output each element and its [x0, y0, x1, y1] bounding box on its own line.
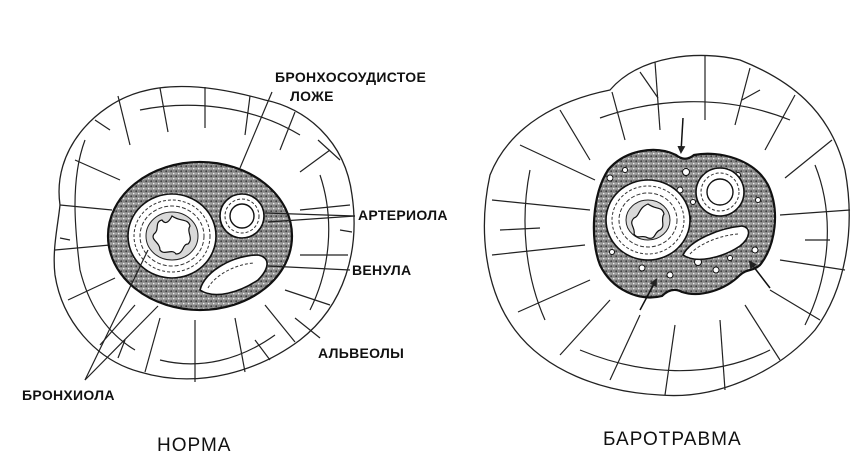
bronchiole-left	[127, 193, 217, 279]
barotrauma-diagram	[483, 54, 851, 397]
venule-left	[199, 254, 268, 296]
pressure-arrows	[639, 117, 771, 311]
normal-diagram	[53, 85, 356, 382]
label-bed-line1: БРОНХОСОУДИСТОЕ	[275, 69, 426, 85]
bronchiole-right	[605, 179, 691, 261]
arteriole-left	[219, 193, 265, 239]
arteriole-right	[695, 167, 745, 217]
venule-right	[681, 225, 750, 261]
caption-barotrauma: БАРОТРАВМА	[603, 429, 742, 450]
label-bed-line2: ЛОЖЕ	[290, 88, 334, 104]
leader-lines-left	[84, 91, 356, 381]
alveoli-cells-left	[54, 87, 353, 382]
caption-normal: НОРМА	[157, 435, 231, 456]
label-alveoli: АЛЬВЕОЛЫ	[318, 345, 404, 361]
label-arteriole: АРТЕРИОЛА	[358, 207, 448, 223]
label-bronchiole: БРОНХИОЛА	[22, 387, 115, 403]
label-venule: ВЕНУЛА	[352, 262, 411, 278]
alveoli-cells-right	[491, 55, 851, 396]
